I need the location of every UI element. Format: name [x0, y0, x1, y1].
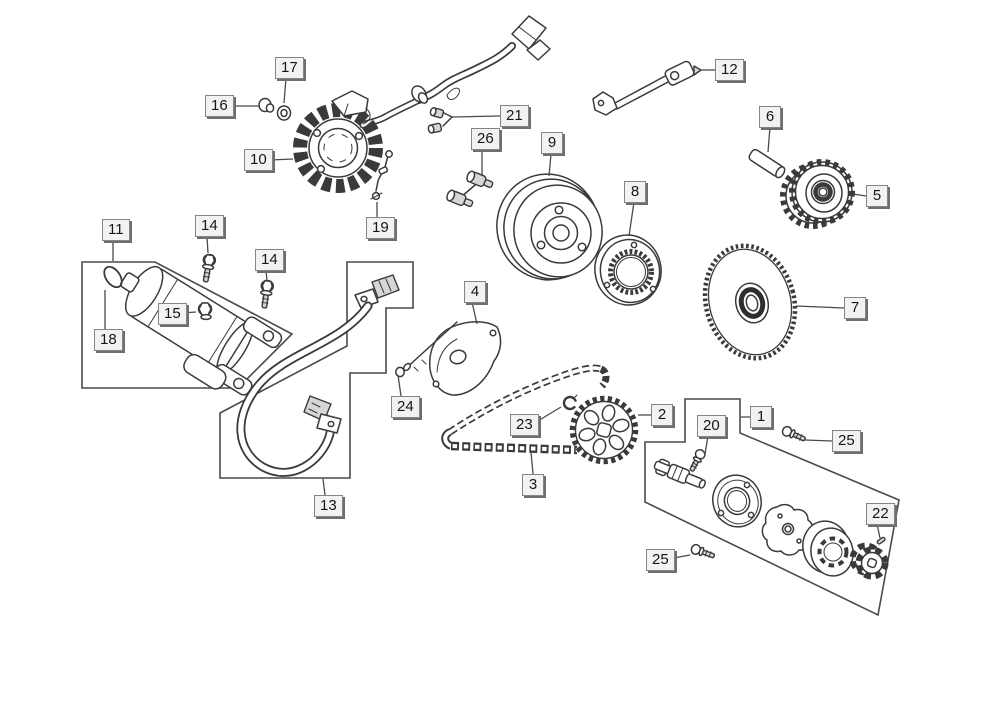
part-label-6: 6 [759, 106, 781, 128]
battery-cable-drawing [236, 274, 400, 477]
part-label-12: 12 [715, 59, 744, 81]
leader-line-9 [548, 153, 552, 177]
pin-6-drawing [748, 148, 786, 179]
leader-line-24 [397, 374, 402, 397]
part-label-22: 22 [866, 503, 895, 525]
oring-18-drawing [103, 265, 123, 289]
bracket-19-drawing [370, 150, 393, 201]
part-label-19: 19 [366, 217, 395, 239]
gear-5-drawing [780, 159, 855, 229]
sensor-12-drawing [592, 60, 702, 116]
sprocket-2-drawing [569, 395, 639, 465]
pump-rotor-housing-drawing [802, 520, 854, 577]
bolt-14a-drawing [201, 253, 217, 283]
bolts-26-drawing [446, 170, 494, 208]
chain-3-drawing [441, 364, 610, 455]
stator-harness-drawing [359, 15, 551, 129]
part-label-8: 8 [624, 181, 646, 203]
screw-25a-drawing [781, 425, 806, 442]
pump-driven-gear-drawing [849, 542, 889, 580]
leader-line-14 [206, 236, 209, 254]
part-label-15: 15 [158, 303, 187, 325]
bolt-14b-drawing [260, 279, 275, 309]
part-label-5: 5 [866, 185, 888, 207]
screw-24-drawing [395, 321, 458, 378]
part-label-25-b: 25 [646, 549, 675, 571]
starter-motor-box-11 [81, 261, 294, 389]
part-label-14-b: 14 [255, 249, 284, 271]
part-label-4: 4 [464, 281, 486, 303]
leader-line-21 [451, 115, 501, 118]
pump-flange-drawing [712, 474, 762, 528]
leader-line-3 [530, 451, 534, 475]
part-label-1: 1 [750, 406, 772, 428]
terminal-bolt-15-drawing [197, 302, 213, 321]
leader-line-7 [795, 305, 845, 309]
part-label-20: 20 [697, 415, 726, 437]
part-label-26: 26 [471, 128, 500, 150]
leader-line-14 [265, 269, 268, 282]
part-label-3: 3 [522, 474, 544, 496]
part-label-2: 2 [651, 404, 673, 426]
oil-pump-shaft-drawing [653, 458, 706, 489]
part-label-10: 10 [244, 149, 273, 171]
part-label-14: 14 [195, 215, 224, 237]
leader-line-6 [767, 126, 771, 153]
part-label-11: 11 [102, 219, 130, 241]
bolt-16-drawing [258, 97, 275, 113]
oil-pump-box-1 [644, 398, 900, 617]
part-label-9: 9 [541, 132, 563, 154]
washer-17-drawing [276, 105, 292, 121]
leader-line-13 [322, 478, 326, 496]
masterlink-clip-23-drawing [562, 394, 578, 411]
part-label-7: 7 [844, 297, 866, 319]
chain-guard-4-drawing [428, 321, 502, 396]
screw-20-drawing [689, 449, 706, 472]
leader-line-20 [704, 435, 709, 455]
leader-line-25 [804, 439, 833, 442]
part-label-23: 23 [510, 414, 539, 436]
gear-7-drawing [702, 243, 798, 361]
part-label-18: 18 [94, 329, 123, 351]
harness-grommet [411, 85, 429, 104]
part-label-21: 21 [500, 105, 529, 127]
screws-21-drawing [427, 107, 453, 134]
part-label-17: 17 [275, 57, 304, 79]
flywheel-9-drawing [496, 173, 603, 281]
leader-line-17 [283, 77, 287, 104]
pump-body-drawing [761, 503, 814, 556]
stator-drawing [293, 90, 383, 193]
part-label-13: 13 [314, 495, 343, 517]
leader-line-10 [269, 158, 294, 161]
part-label-24: 24 [391, 396, 420, 418]
part-label-16: 16 [205, 95, 234, 117]
clutch-flange-8-drawing [594, 234, 662, 306]
leader-line-4 [471, 301, 478, 325]
leader-line-5 [852, 193, 867, 197]
key-22-drawing [876, 536, 886, 545]
leader-line-22 [876, 523, 881, 539]
screw-25b-drawing [690, 543, 716, 559]
part-label-25: 25 [832, 430, 861, 452]
leader-line-8 [628, 201, 635, 237]
starter-motor-drawing [119, 265, 283, 396]
battery-cable-box-13 [219, 261, 414, 479]
